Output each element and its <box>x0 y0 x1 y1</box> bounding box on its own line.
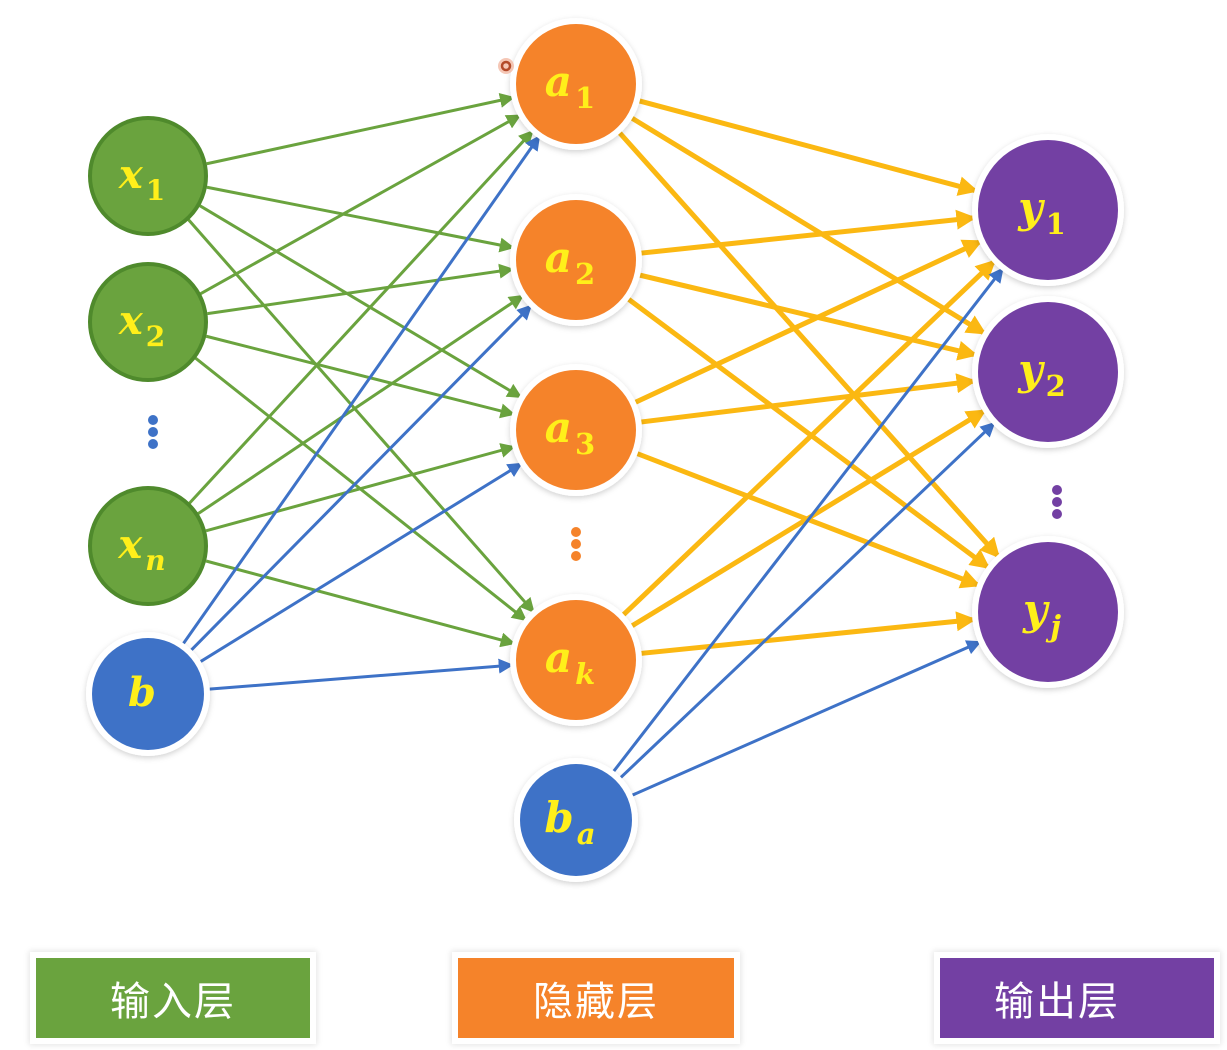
edge-b-a3 <box>196 462 523 665</box>
edge-ak-y2 <box>625 408 987 631</box>
cursor-indicator-dot <box>500 60 512 72</box>
edge-ba-yj <box>630 640 982 798</box>
connection-edges <box>180 93 1004 798</box>
layer-ellipses: ⋮ ⋮ ⋮ <box>148 415 1062 561</box>
edge-b-a1 <box>180 135 541 648</box>
edge-x1-a1 <box>206 93 515 166</box>
edge-ba-y2 <box>618 421 996 780</box>
edge-a1-y1 <box>633 97 979 196</box>
edge-x1-a2 <box>206 185 515 253</box>
legend-input-layer: 输入层 <box>36 958 310 1038</box>
input-node-x2-circle <box>88 262 208 382</box>
edge-a2-yj <box>622 293 991 570</box>
edge-b-ak <box>205 658 514 691</box>
input-bias-node: b <box>86 632 210 756</box>
edge-xn-a3 <box>205 443 516 533</box>
hidden-node-a3-circle <box>516 370 636 490</box>
input-node-xn-circle <box>88 486 208 606</box>
output-node-y2-circle <box>978 302 1118 442</box>
legend-output-label: 输出层 <box>994 979 1120 1025</box>
edge-x1-ak <box>187 218 535 614</box>
input-bias-node-label: b <box>128 669 156 716</box>
cursor-indicator <box>498 58 514 74</box>
edge-x2-a3 <box>205 334 516 419</box>
legend-output-layer: 输出层 <box>940 958 1214 1038</box>
output-node-y1-circle <box>978 140 1118 280</box>
output-ellipsis: ⋮ <box>1052 485 1062 519</box>
hidden-node-a1-circle <box>516 24 636 144</box>
input-node-x1-circle <box>88 116 208 236</box>
edge-x2-a2 <box>207 263 515 316</box>
edge-a2-y2 <box>633 271 978 361</box>
output-node-yj-circle <box>978 542 1118 682</box>
edge-a2-y1 <box>635 209 977 257</box>
edge-ak-yj <box>635 611 977 657</box>
hidden-bias-node-circle <box>520 764 632 876</box>
hidden-node-a2-circle <box>516 200 636 320</box>
edge-b-a2 <box>187 304 533 654</box>
edge-x2-a1 <box>199 113 522 296</box>
input-bias-node-circle <box>92 638 204 750</box>
edge-x1-a3 <box>199 204 523 399</box>
edge-a1-y2 <box>625 113 987 336</box>
input-ellipsis: ⋮ <box>148 415 158 449</box>
edge-ak-y1 <box>617 259 997 621</box>
edge-xn-ak <box>205 559 516 648</box>
legend-hidden-label: 隐藏层 <box>533 979 659 1025</box>
edge-ba-y1 <box>611 267 1004 774</box>
edge-xn-a2 <box>197 294 525 515</box>
legend-input-label: 输入层 <box>110 979 236 1025</box>
edge-a3-y1 <box>629 238 983 407</box>
edge-a1-yj <box>614 127 1001 559</box>
hidden-node-ak-circle <box>516 600 636 720</box>
edge-xn-a1 <box>188 129 534 505</box>
legend-hidden-layer: 隐藏层 <box>458 958 734 1038</box>
hidden-ellipsis: ⋮ <box>571 527 581 561</box>
edge-a3-y2 <box>635 373 977 426</box>
